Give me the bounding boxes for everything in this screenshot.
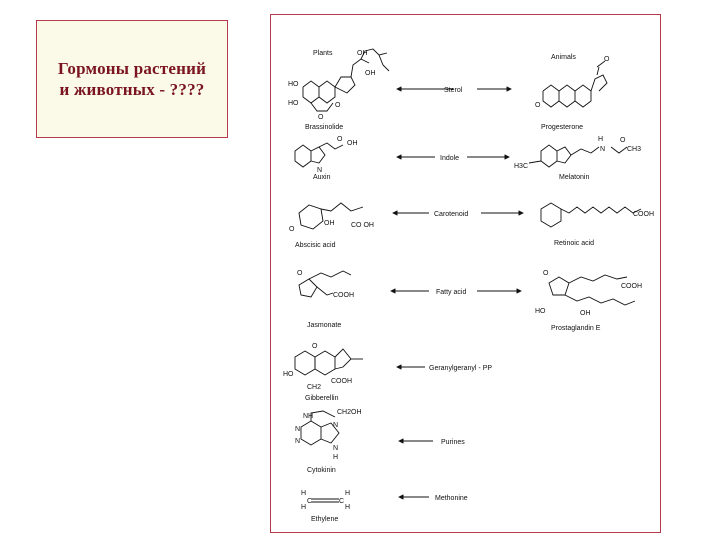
label-methonine: Methonine	[435, 495, 468, 502]
label-abscisic-acid: Abscisic acid	[295, 242, 336, 249]
label-progesterone: Progesterone	[541, 124, 583, 131]
atom-o-jas: O	[297, 270, 303, 277]
figure-svg: Plants Animals OH OH HO HO O O Brassinol…	[283, 48, 654, 523]
retinoic-acid-structure: COOH	[540, 202, 654, 228]
auxin-structure: N OH O	[294, 136, 358, 174]
atom-c-eth-2: C	[339, 498, 344, 505]
label-auxin: Auxin	[313, 174, 331, 181]
atom-nh-ck: NH	[303, 413, 313, 420]
atom-h-eth-2: H	[301, 504, 306, 511]
atom-ho-1: HO	[288, 81, 299, 88]
slide-title-line-1: Гормоны растений	[57, 59, 207, 78]
label-brassinolide: Brassinolide	[305, 124, 343, 131]
label-melatonin: Melatonin	[559, 174, 589, 181]
atom-o-mel: O	[620, 137, 626, 144]
atom-ch2oh-ck: CH2OH	[337, 409, 362, 416]
atom-oh-1: OH	[357, 50, 368, 57]
atom-cooh-jas: COOH	[333, 292, 354, 299]
atom-o-pge: O	[543, 270, 549, 277]
atom-ch2-ga: CH2	[307, 384, 321, 391]
atom-o-aba: O	[289, 226, 295, 233]
atom-oh-aba: OH	[324, 220, 335, 227]
atom-h-ck: H	[333, 454, 338, 461]
atom-h-eth-1: H	[301, 490, 306, 497]
atom-o-auxin: O	[337, 136, 343, 143]
atom-h-eth-4: H	[345, 504, 350, 511]
atom-oh-auxin: OH	[347, 140, 358, 147]
label-fatty-acid: Fatty acid	[436, 289, 466, 296]
label-sterol: Sterol	[444, 87, 463, 94]
atom-h3c: H3C	[514, 163, 528, 170]
label-ethylene: Ethylene	[311, 516, 338, 523]
atom-o-ga: O	[312, 343, 318, 350]
atom-h-eth-3: H	[345, 490, 350, 497]
header-animals: Animals	[551, 54, 576, 61]
atom-cooh-pge: COOH	[621, 283, 642, 290]
atom-ho-ga: HO	[283, 371, 294, 378]
atom-oh-pge: OH	[580, 310, 591, 317]
label-gibberellin: Gibberellin	[305, 395, 339, 402]
atom-o-prog-2: O	[604, 56, 610, 63]
cytokinin-structure: NH CH2OH N N N N H	[295, 409, 362, 461]
atom-n-ck-4: N	[333, 445, 338, 452]
abscisic-acid-structure: O OH CO OH	[289, 202, 374, 233]
header-plants: Plants	[313, 50, 333, 57]
prostaglandin-structure: O COOH HO OH	[535, 270, 642, 317]
atom-ho-2: HO	[288, 100, 299, 107]
progesterone-structure: O O	[535, 56, 610, 109]
label-cytokinin: Cytokinin	[307, 467, 336, 474]
atom-c-eth-1: C	[307, 498, 312, 505]
label-retinoic-acid: Retinoic acid	[554, 240, 594, 247]
atom-ch3-mel: CH3	[627, 146, 641, 153]
atom-cooh-ra: COOH	[633, 211, 654, 218]
label-purines: Purines	[441, 439, 465, 446]
atom-o-1: O	[335, 102, 341, 109]
slide-title-box: Гормоны растений и животных - ????	[36, 20, 228, 138]
label-jasmonate: Jasmonate	[307, 322, 341, 329]
atom-ho-pge: HO	[535, 308, 546, 315]
label-geranylgeranyl-pp: Geranylgeranyl - PP	[429, 365, 492, 372]
gibberellin-structure: O HO CH2 COOH	[283, 343, 363, 391]
jasmonate-structure: O COOH	[297, 270, 354, 299]
label-carotenoid: Carotenoid	[434, 211, 468, 218]
atom-h-mel: H	[598, 136, 603, 143]
atom-n-auxin: N	[317, 167, 322, 174]
atom-n-mel: N	[600, 146, 605, 153]
ethylene-structure: H H C C H H	[301, 490, 350, 511]
melatonin-structure: H3C H N O CH3	[514, 136, 641, 170]
atom-cooh-aba: CO OH	[351, 222, 374, 229]
slide-title-line-2: и животных - ????	[59, 80, 205, 99]
atom-cooh-ga: COOH	[331, 378, 352, 385]
atom-n-ck-2: N	[295, 438, 300, 445]
atom-o-2: O	[318, 114, 324, 121]
atom-n-ck-1: N	[295, 426, 300, 433]
hormone-comparison-figure: Plants Animals OH OH HO HO O O Brassinol…	[270, 14, 661, 533]
label-indole: Indole	[440, 155, 459, 162]
brassinolide-structure: OH OH HO HO O O	[288, 48, 390, 121]
atom-n-ck-3: N	[333, 422, 338, 429]
atom-oh-2: OH	[365, 70, 376, 77]
label-prostaglandin-e: Prostaglandin E	[551, 325, 601, 332]
atom-o-prog: O	[535, 102, 541, 109]
